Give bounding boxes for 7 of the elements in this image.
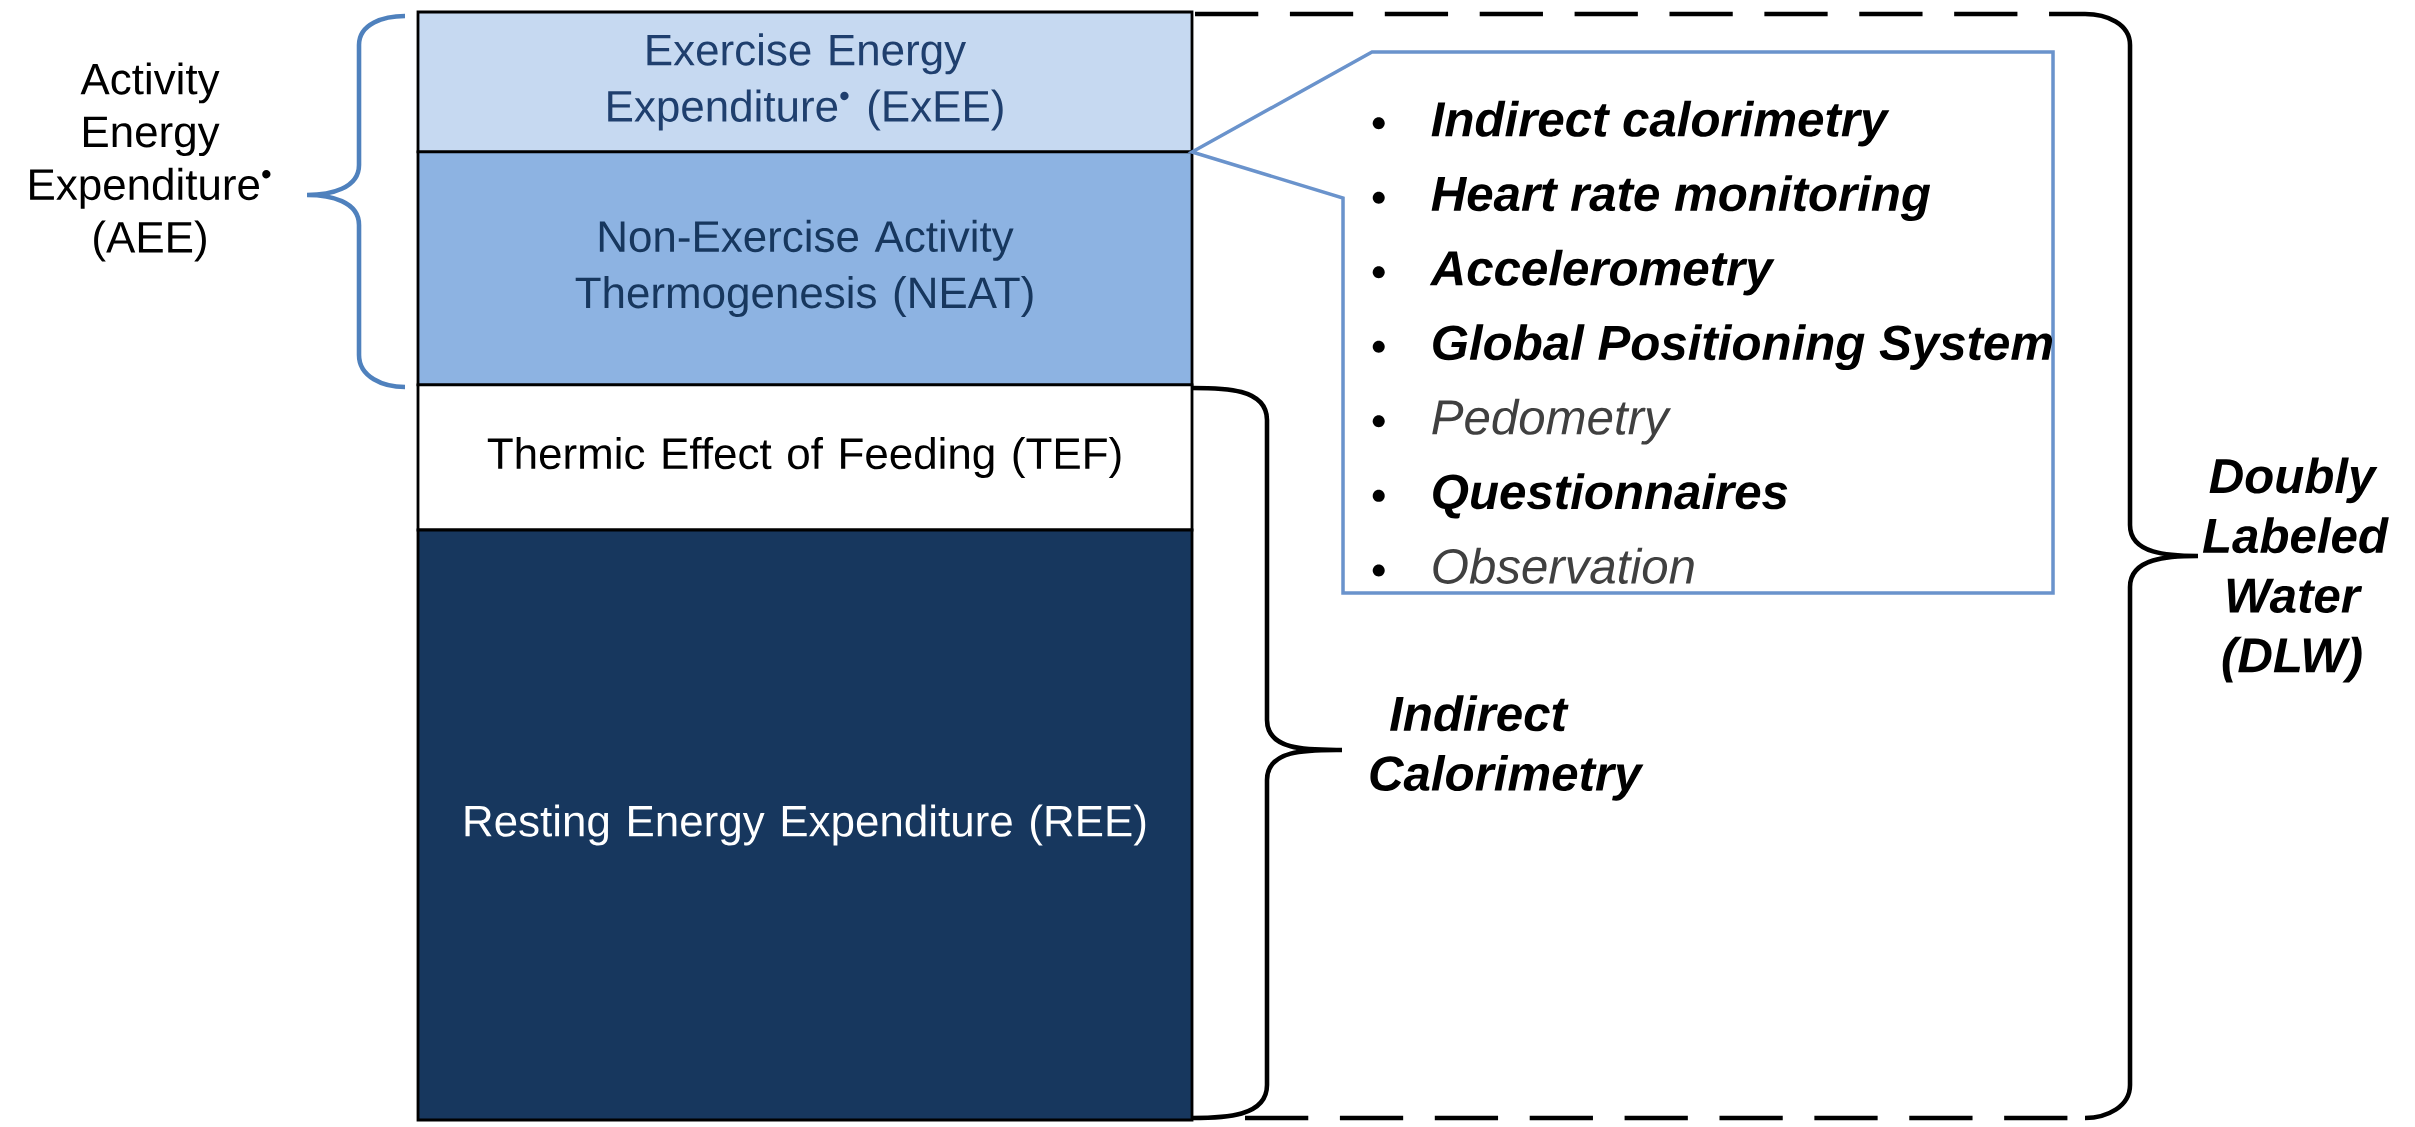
label-text: Doubly Labeled Water (DLW) xyxy=(2202,457,2389,683)
stack-box: Thermic Effect of Feeding (TEF) xyxy=(416,383,1194,532)
stack-box: Resting Energy Expenditure (REE) xyxy=(416,528,1194,1122)
label-text: Activity Energy Expenditure$^{•}$ (AEE) xyxy=(30,62,271,262)
stack-box: Non-Exercise Activity Thermogenesis (NEAT) xyxy=(416,150,1194,387)
label-text: Indirect Calorimetry xyxy=(1370,695,1644,801)
stack-box: Exercise Energy Expenditure$^{•}$ (ExEE) xyxy=(416,10,1194,154)
